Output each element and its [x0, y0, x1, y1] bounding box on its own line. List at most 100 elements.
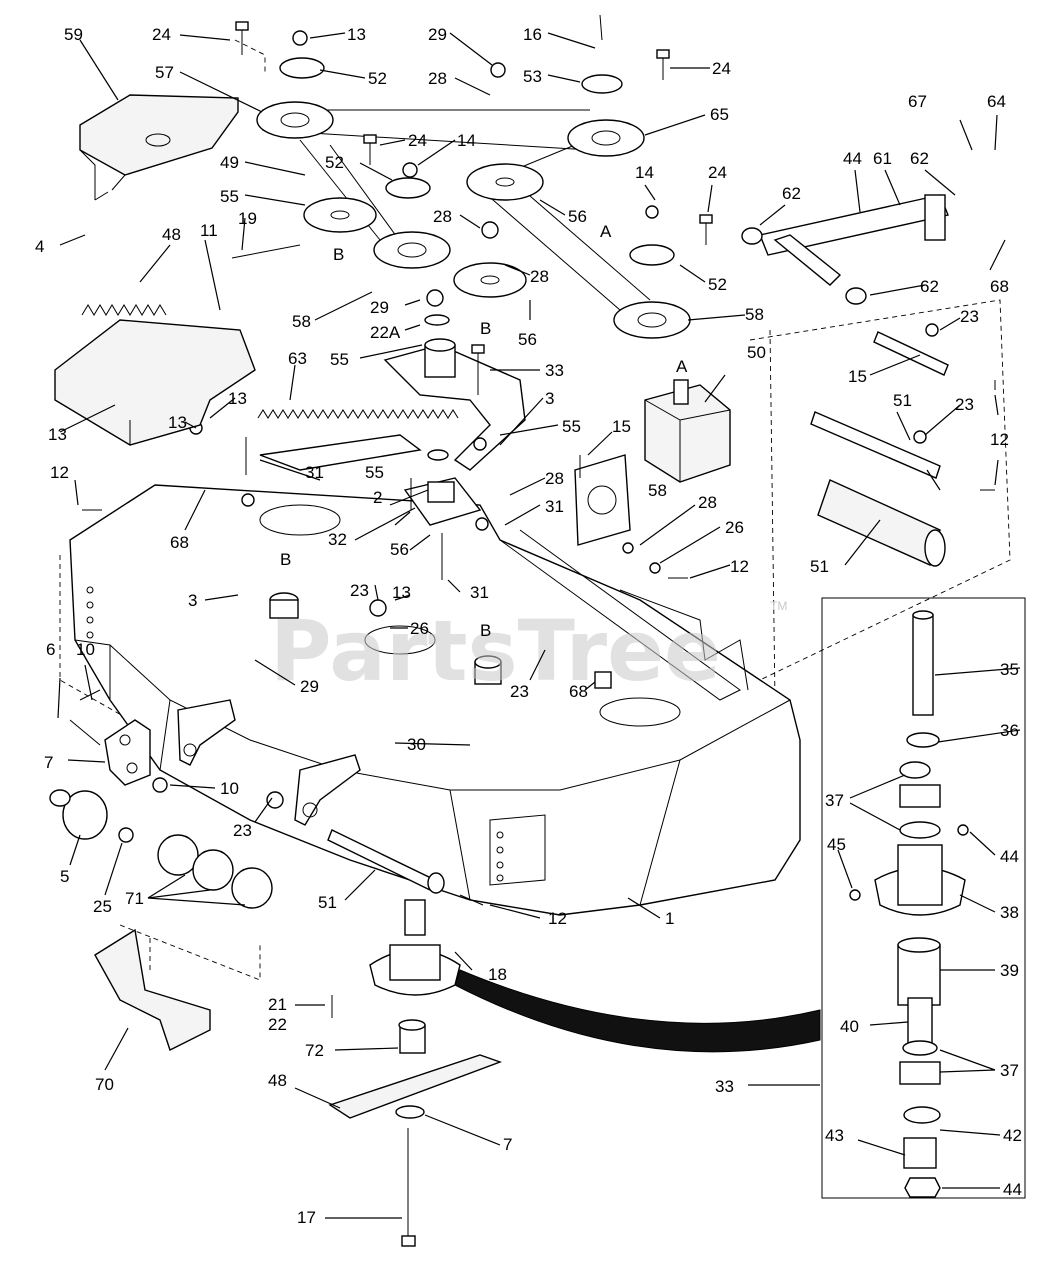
baffle-70 — [94, 928, 211, 1051]
spacers-and-nuts — [118, 30, 939, 809]
callout: 23 — [233, 821, 252, 840]
spring-46 — [81, 304, 167, 316]
spindle-detail-frame — [821, 597, 1026, 1199]
callout: 52 — [708, 275, 727, 294]
callout: 52 — [325, 153, 344, 172]
callout: 13 — [168, 413, 187, 432]
callout: 22 — [268, 1015, 287, 1034]
callout: 68 — [990, 277, 1009, 296]
callout: 28 — [433, 207, 452, 226]
callout: 56 — [568, 207, 587, 226]
callout: 55 — [365, 463, 384, 482]
callout: 42 — [1003, 1126, 1022, 1145]
callout: 28 — [545, 469, 564, 488]
callout: 25 — [93, 897, 112, 916]
callout: 37 — [1000, 1061, 1019, 1080]
callout: 70 — [95, 1075, 114, 1094]
callout: 37 — [825, 791, 844, 810]
callout: 55 — [330, 350, 349, 369]
watermark-text: PartsTree — [270, 602, 721, 700]
callout: 10 — [76, 640, 95, 659]
callout: 68 — [569, 682, 588, 701]
callout: 38 — [1000, 903, 1019, 922]
callout: 62 — [910, 149, 929, 168]
spindle-assembly — [328, 899, 503, 1119]
callout: 10 — [220, 779, 239, 798]
callout: 67 — [908, 92, 927, 111]
callout: 23 — [510, 682, 529, 701]
callout: 5 — [60, 867, 69, 886]
callout: 13 — [347, 25, 366, 44]
callout: 7 — [503, 1135, 512, 1154]
callout: 15 — [848, 367, 867, 386]
callout: 29 — [300, 677, 319, 696]
callout: 57 — [155, 63, 174, 82]
callout: 12 — [730, 557, 749, 576]
callout: 14 — [635, 163, 654, 182]
callout: 15 — [612, 417, 631, 436]
callout: 24 — [408, 131, 427, 150]
callout: 53 — [523, 67, 542, 86]
callout: 28 — [530, 267, 549, 286]
gearbox-49 — [644, 379, 731, 483]
spring-66 — [257, 409, 459, 419]
callout: 16 — [523, 25, 542, 44]
callout: 22A — [370, 323, 401, 342]
marker-b: B — [280, 550, 291, 569]
callout: 56 — [518, 330, 537, 349]
callout: 2 — [373, 488, 382, 507]
callout: 63 — [288, 349, 307, 368]
plate-59 — [574, 454, 631, 546]
callout: 13 — [392, 583, 411, 602]
callout: 6 — [46, 640, 55, 659]
marker-b: B — [333, 245, 344, 264]
roller-assembly-61 — [741, 194, 949, 305]
letter-markers: A A B B B B — [280, 222, 688, 640]
callout: 48 — [162, 225, 181, 244]
callout: 12 — [50, 463, 69, 482]
callout: 68 — [170, 533, 189, 552]
callout: 36 — [1000, 721, 1019, 740]
callout: 30 — [407, 735, 426, 754]
callout: 51 — [810, 557, 829, 576]
callout: 48 — [268, 1071, 287, 1090]
spindle-detail-parts — [849, 610, 969, 1198]
callout: 24 — [152, 25, 171, 44]
callout: 26 — [725, 518, 744, 537]
callout: 64 — [987, 92, 1006, 111]
callout: 62 — [782, 184, 801, 203]
callout: 55 — [562, 417, 581, 436]
detail-callout-shadow — [454, 969, 821, 1053]
anti-scalp-rollers — [49, 777, 273, 909]
callout: 58 — [292, 312, 311, 331]
callout: 29 — [428, 25, 447, 44]
callout: 24 — [712, 59, 731, 78]
callout: 58 — [745, 305, 764, 324]
bolts — [69, 14, 996, 1247]
callout: 28 — [698, 493, 717, 512]
callout: 13 — [228, 389, 247, 408]
callout: 59 — [64, 25, 83, 44]
callout: 19 — [238, 209, 257, 228]
marker-a: A — [676, 357, 688, 376]
callout: 18 — [488, 965, 507, 984]
callout: 31 — [545, 497, 564, 516]
callout: 4 — [35, 237, 44, 256]
callout: 45 — [827, 835, 846, 854]
callout: 1 — [665, 909, 674, 928]
bracket-32 — [259, 434, 422, 471]
callout: 32 — [328, 530, 347, 549]
callout: 17 — [297, 1208, 316, 1227]
callout: 3 — [545, 389, 554, 408]
callout: 40 — [840, 1017, 859, 1036]
callout: 56 — [390, 540, 409, 559]
callout: 23 — [960, 307, 979, 326]
axles-and-roller — [327, 331, 949, 894]
callout: 61 — [873, 149, 892, 168]
belt-and-pulleys — [256, 57, 691, 339]
bracket-7 — [104, 719, 151, 786]
belt-cover-60 — [79, 94, 239, 201]
callout: 33 — [715, 1077, 734, 1096]
callout: 14 — [457, 131, 476, 150]
